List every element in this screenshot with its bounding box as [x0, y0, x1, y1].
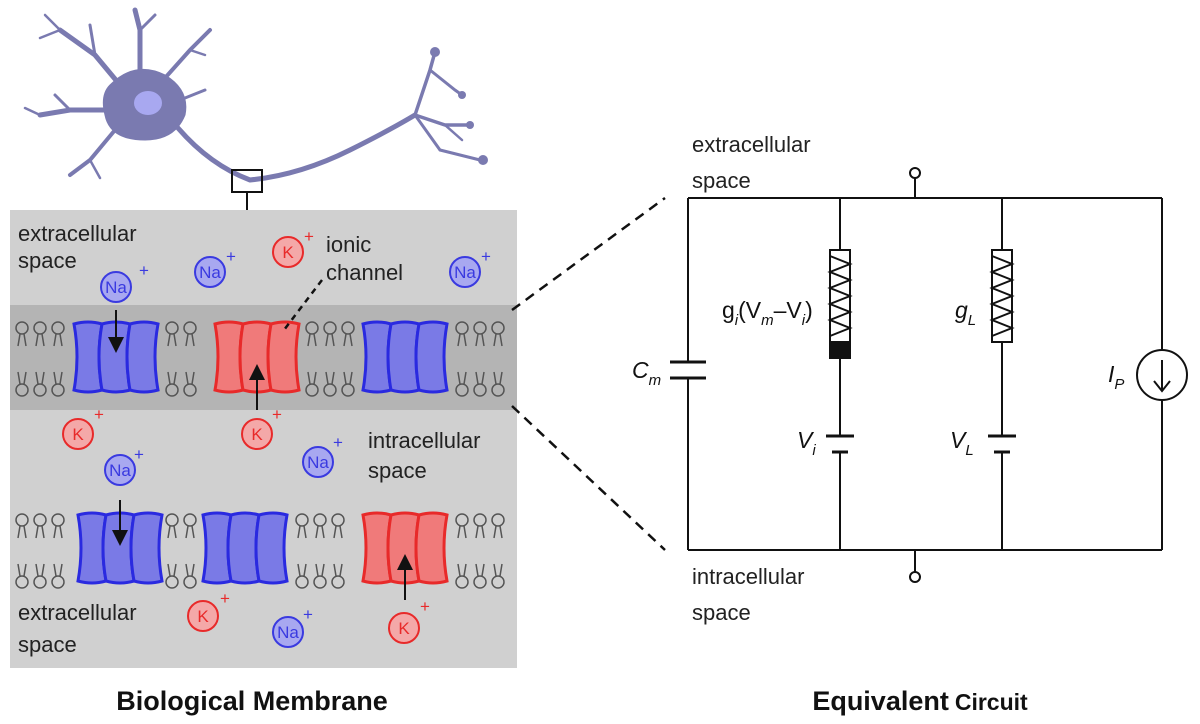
svg-text:K: K [398, 619, 410, 638]
svg-text:Na: Na [277, 623, 299, 642]
na-ion: Na + [302, 433, 343, 478]
ip-label: IP [1108, 361, 1124, 393]
svg-text:K: K [72, 425, 84, 444]
k-ion: K + [62, 405, 104, 450]
svg-text:+: + [134, 445, 144, 464]
caption-biological-membrane: Biological Membrane [116, 686, 388, 716]
na-ion: Na + [449, 247, 491, 288]
na-ion: Na + [104, 445, 144, 486]
circuit-label-extracellular-space: space [692, 168, 751, 193]
neuron-illustration [23, 7, 488, 183]
svg-text:Na: Na [199, 263, 221, 282]
k-ion: K + [388, 597, 430, 644]
svg-text:Na: Na [105, 278, 127, 297]
svg-text:+: + [333, 433, 343, 452]
svg-text:Na: Na [454, 263, 476, 282]
gi-label: gi(Vm–Vi) [722, 297, 813, 329]
label-intracellular-space: space [368, 458, 427, 483]
svg-text:+: + [304, 227, 314, 246]
k-ion: K + [187, 589, 230, 632]
na-ion: Na + [272, 605, 313, 648]
svg-text:K: K [251, 425, 263, 444]
cm-label: Cm [632, 357, 661, 389]
svg-text:K: K [197, 607, 209, 626]
circuit-label-intracellular: intracellular [692, 564, 805, 589]
zoom-line-top [511, 196, 666, 312]
label-ionic-channel: ionic [326, 232, 371, 257]
k-ion: K + [272, 227, 314, 268]
svg-text:+: + [139, 261, 149, 280]
label-extracellular-top-space: space [18, 248, 77, 273]
gl-label: gL [955, 297, 976, 329]
svg-text:+: + [303, 605, 313, 624]
svg-text:+: + [481, 247, 491, 266]
label-intracellular: intracellular [368, 428, 481, 453]
svg-text:+: + [226, 247, 236, 266]
svg-text:+: + [220, 589, 230, 608]
label-extracellular-bottom-space: space [18, 632, 77, 657]
vl-label: VL [950, 427, 974, 459]
svg-text:Na: Na [307, 453, 329, 472]
circuit-label-extracellular: extracellular [692, 132, 811, 157]
label-extracellular-top: extracellular [18, 221, 137, 246]
zoom-line-bottom [511, 405, 666, 551]
equivalent-circuit [670, 167, 1188, 583]
svg-text:+: + [272, 405, 282, 424]
na-ion: Na + [194, 247, 236, 288]
circuit-label-intracellular-space: space [692, 600, 751, 625]
label-extracellular-bottom: extracellular [18, 600, 137, 625]
svg-text:+: + [94, 405, 104, 424]
k-ion: K + [241, 405, 282, 450]
na-channel-bottom-mid [201, 511, 289, 585]
svg-text:K: K [282, 243, 294, 262]
svg-text:Na: Na [109, 461, 131, 480]
label-ionic-channel-2: channel [326, 260, 403, 285]
na-channel-top-right [361, 320, 449, 394]
svg-text:+: + [420, 597, 430, 616]
na-ion: Na + [100, 261, 149, 303]
vi-label: Vi [797, 427, 816, 459]
